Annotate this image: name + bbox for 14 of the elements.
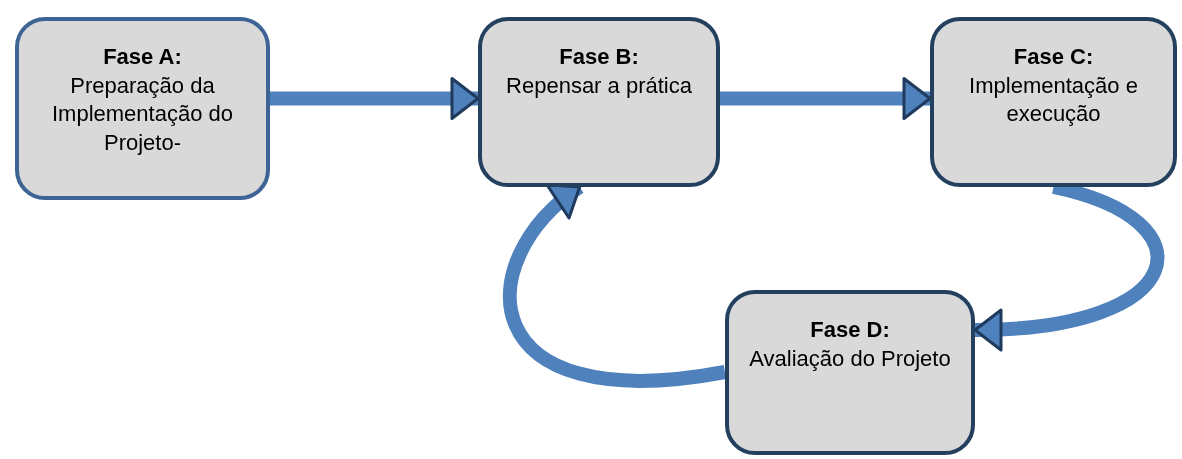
phase-description: Avaliação do Projeto <box>749 344 951 373</box>
phase-box <box>725 290 975 455</box>
phase-title: Fase B: <box>559 43 639 71</box>
block-arrow <box>720 77 932 120</box>
block-arrow <box>270 77 480 120</box>
phase-description: Repensar a prática <box>506 71 692 100</box>
phase-box <box>478 17 720 187</box>
phase-box <box>15 17 270 200</box>
phase-description: Implementação e execução <box>968 71 1139 129</box>
phase-box <box>930 17 1177 187</box>
phase-title: Fase D: <box>810 316 890 344</box>
phase-title: Fase A: <box>103 43 182 71</box>
phase-description: Preparação da Implementação do Projeto- <box>51 71 234 157</box>
phase-title: Fase C: <box>1013 43 1094 71</box>
